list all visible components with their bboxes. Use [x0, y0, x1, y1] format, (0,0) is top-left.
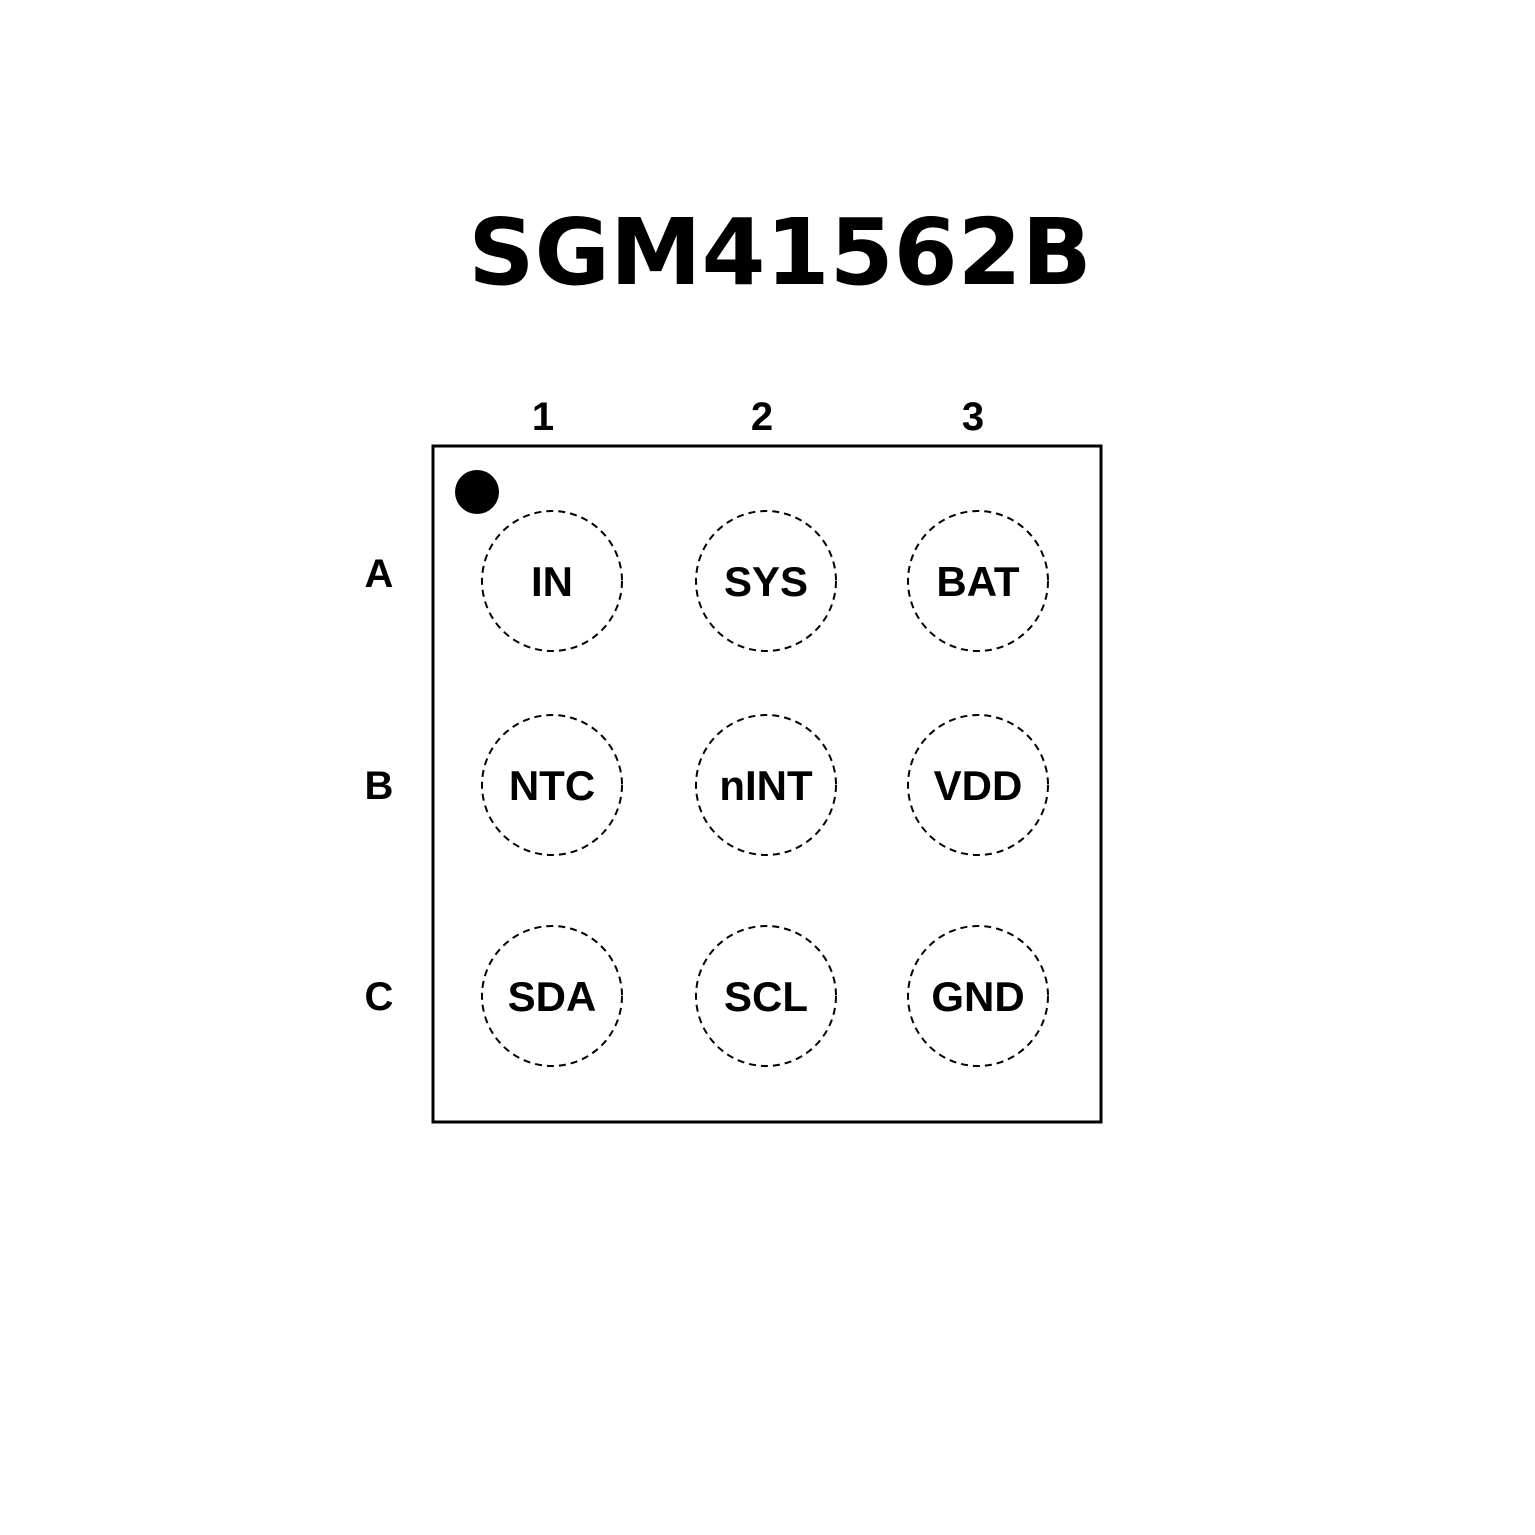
chip-title: SGM41562B: [468, 199, 1092, 306]
pin-label: GND: [931, 973, 1024, 1020]
pin-ball-outline: [481, 510, 623, 652]
package-outline: [431, 444, 1103, 1124]
pin-label: BAT: [936, 558, 1020, 605]
row-label: C: [365, 975, 394, 1019]
row-label: B: [365, 764, 394, 808]
column-label: 2: [751, 395, 773, 439]
pin-label: SCL: [724, 973, 808, 1020]
pin-ball-outline: [907, 714, 1049, 856]
pin1-indicator-dot: [455, 470, 499, 514]
pin-ball-outline: [907, 925, 1049, 1067]
pin-label: VDD: [934, 762, 1023, 809]
pin-ball-outline: [481, 925, 623, 1067]
column-label: 3: [962, 395, 984, 439]
pin-ball-outline: [695, 925, 837, 1067]
pin-label: SDA: [508, 973, 597, 1020]
pin-label: NTC: [509, 762, 595, 809]
row-label: A: [365, 552, 394, 596]
pin-ball-outline: [907, 510, 1049, 652]
pin-ball-outline: [695, 714, 837, 856]
pin-label: SYS: [724, 558, 808, 605]
pin-label: IN: [531, 558, 573, 605]
pin-ball-outline: [481, 714, 623, 856]
pin-label: nINT: [719, 762, 813, 809]
column-label: 1: [532, 395, 554, 439]
pin-ball-outline: [695, 510, 837, 652]
